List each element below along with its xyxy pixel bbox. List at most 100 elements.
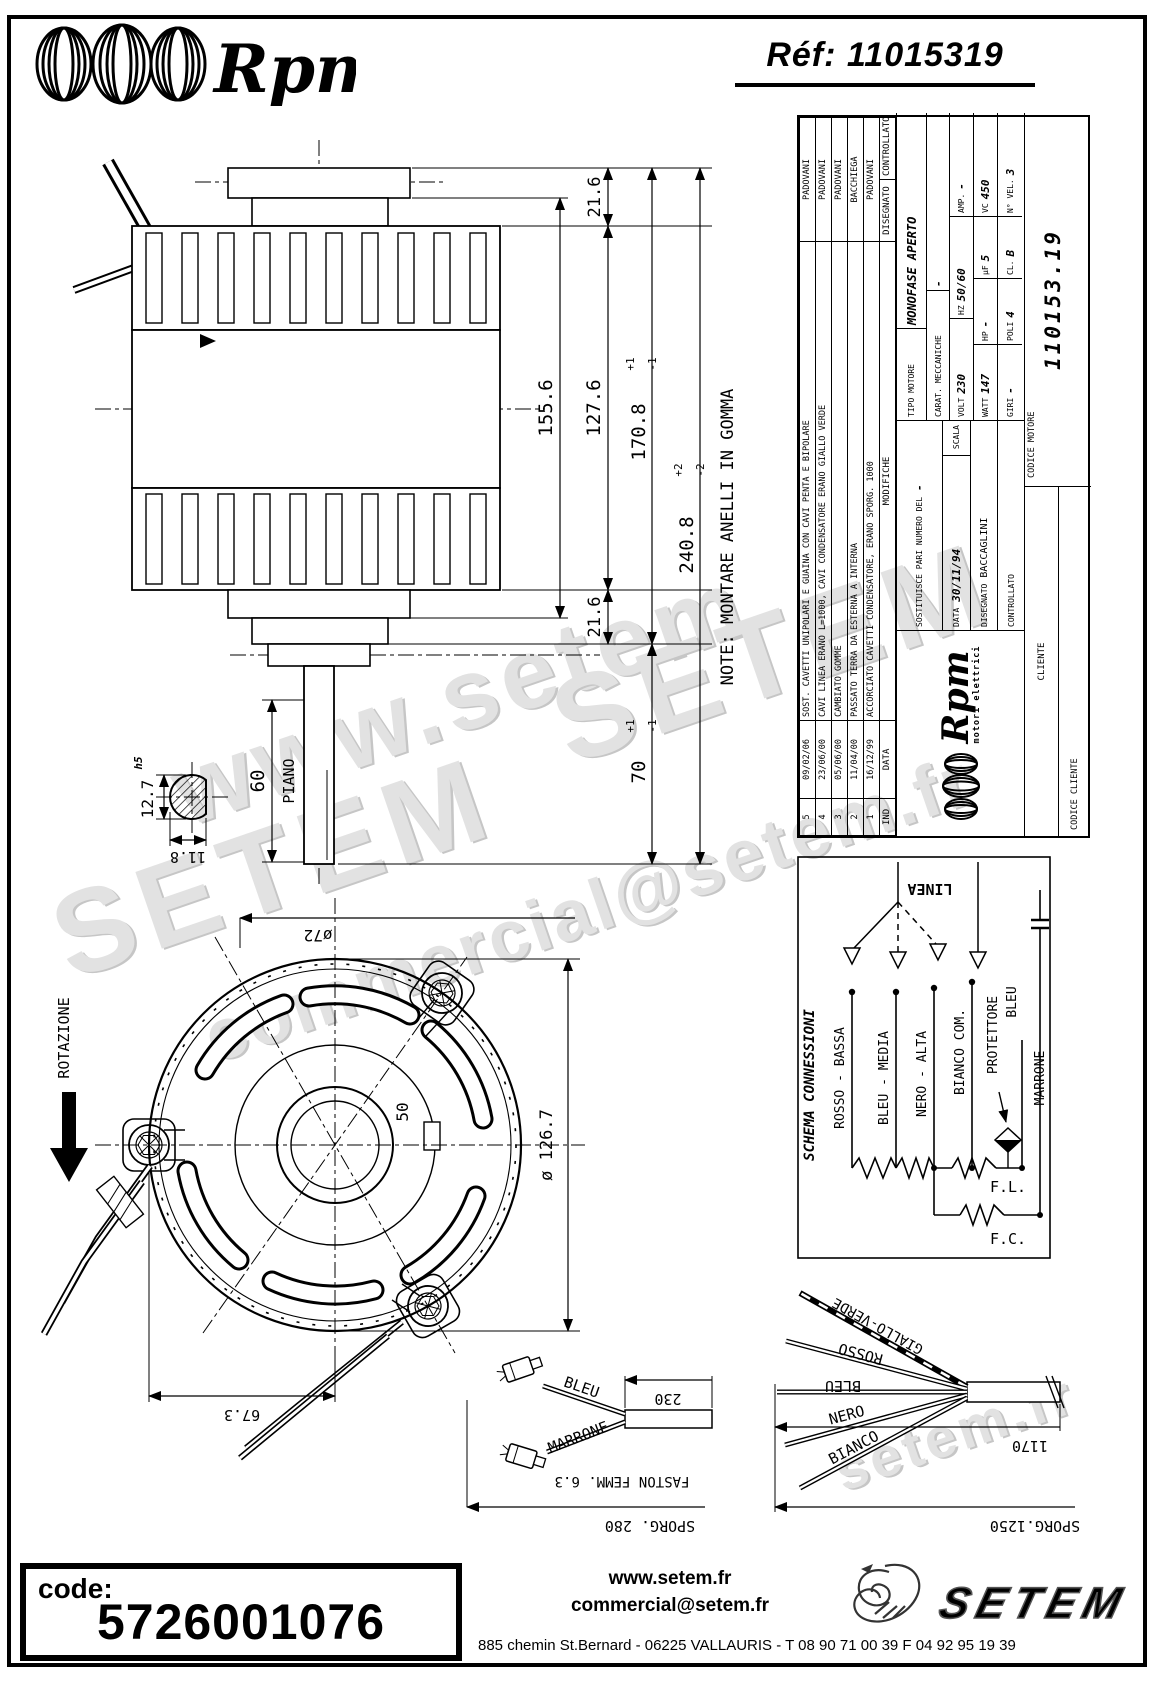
rpm-logo: Rpm bbox=[26, 16, 385, 117]
code-label: code: bbox=[38, 1573, 113, 1604]
direction-arrow-icon bbox=[200, 334, 216, 348]
tol: -2 bbox=[694, 463, 707, 476]
brand-subtitle: motori elettrici bbox=[972, 645, 983, 744]
hz-value: 50/60 bbox=[955, 268, 968, 302]
shaft bbox=[303, 665, 335, 865]
ref-value: 11015319 bbox=[846, 36, 1004, 74]
dim-72: ø72 bbox=[304, 926, 333, 945]
uf-label: µF bbox=[981, 265, 990, 275]
wire-nero-alta: NERO - ALTA bbox=[915, 1031, 930, 1117]
harness-2wire: BLEU MARRONE 230 FASTON FEMM. 6.3 SPORG.… bbox=[466, 1356, 713, 1535]
stator-band bbox=[131, 329, 501, 489]
disegnato-label: DISEGNATO bbox=[979, 583, 989, 627]
sostituisce-label: SOSTITUISCE PARI NUMERO DEL bbox=[915, 496, 924, 627]
faston-connector bbox=[496, 1356, 544, 1383]
fl-label: F.L. bbox=[990, 1178, 1026, 1196]
tol: -1 bbox=[646, 357, 659, 370]
faston-note: FASTON FEMM. 6.3 bbox=[555, 1473, 690, 1489]
dim-50: 50 bbox=[393, 1102, 412, 1121]
dim-12-7: 12.7 bbox=[138, 780, 157, 819]
tol: +2 bbox=[672, 463, 685, 476]
wire-rosso-bassa: ROSSO - BASSA bbox=[833, 1027, 848, 1129]
hp-label: HP bbox=[981, 331, 990, 341]
rpm-logo-small: Rpm motori elettrici bbox=[896, 630, 1025, 836]
sostituisce-value: - bbox=[913, 484, 926, 491]
dim-70: 70 bbox=[628, 761, 650, 784]
nvel-value: 3 bbox=[1003, 168, 1017, 176]
front-dimensions: ø72 ø 126.7 50 67.3 ROTAZIONE bbox=[50, 913, 580, 1424]
giri-label: GIRI bbox=[1005, 397, 1015, 417]
harness-5wire: GIALLO-VERDE ROSSO BLEU NERO BIANCO 1170… bbox=[774, 1290, 1080, 1535]
dim-67-3: 67.3 bbox=[224, 1406, 260, 1424]
dim-60: 60 bbox=[247, 770, 269, 793]
watt-label: WATT bbox=[981, 397, 990, 417]
title-block-admin: SOSTITUISCE PARI NUMERO DEL - DATA 30/11… bbox=[896, 421, 1024, 631]
tol: +1 bbox=[624, 357, 637, 370]
wire-bleu-media: BLEU - MEDIA bbox=[877, 1031, 892, 1125]
bleu-label: BLEU bbox=[825, 1377, 861, 1395]
data-value: 30/11/94 bbox=[950, 548, 963, 602]
carat-value: - bbox=[931, 280, 945, 287]
strain-relief bbox=[95, 1175, 145, 1229]
dim-1170: 1170 bbox=[1012, 1437, 1048, 1455]
motor-front-view bbox=[40, 898, 585, 1461]
vc-value: 450 bbox=[979, 179, 992, 200]
sporg-280: SPORG. 280 bbox=[605, 1517, 695, 1535]
dim-21-6-bottom: 21.6 bbox=[585, 597, 605, 638]
bleu-label: BLEU bbox=[1005, 986, 1020, 1017]
codice-motore-label: CODICE MOTORE bbox=[1027, 411, 1037, 478]
volt-value: 230 bbox=[955, 373, 968, 394]
data-label: DATA bbox=[952, 607, 961, 627]
rotazione-label: ROTAZIONE bbox=[55, 997, 73, 1078]
fc-label: F.C. bbox=[990, 1230, 1026, 1248]
setem-brand-text: SETEM bbox=[935, 1580, 1134, 1628]
schema-connessioni: SCHEMA CONNESSIONI LINEA ROSSO - BASSA B… bbox=[797, 856, 1051, 1259]
nvel-label: N° VEL. bbox=[1005, 179, 1015, 213]
poli-label: POLI bbox=[1005, 321, 1015, 341]
address-text: 885 chemin St.Bernard - 06225 VALLAURIS … bbox=[478, 1637, 1016, 1654]
coil-icon bbox=[942, 753, 980, 821]
brand-text: Rpm bbox=[212, 30, 356, 108]
dim-240-8: 240.8 bbox=[676, 516, 698, 573]
swan-icon bbox=[853, 1563, 921, 1623]
motor-side-view bbox=[72, 140, 600, 888]
piano-label: PIANO bbox=[280, 758, 298, 803]
cliente-label: CLIENTE bbox=[1036, 642, 1047, 681]
vent-slots bbox=[176, 984, 494, 1306]
amp-label: AMP. bbox=[957, 193, 966, 213]
cl-label: CL. bbox=[1005, 260, 1015, 275]
setem-logo: SETEM bbox=[845, 1556, 1145, 1651]
title-block-specs: TIPO MOTORE MONOFASE APERTO CARAT. MECCA… bbox=[896, 113, 1024, 421]
faston-connector bbox=[499, 1443, 547, 1470]
sporg-1250: SPORG.1250 bbox=[990, 1517, 1080, 1535]
coil-icon bbox=[35, 23, 207, 105]
vc-label: VC bbox=[981, 203, 990, 213]
poli-value: 4 bbox=[1003, 311, 1017, 318]
ref-number: Réf: 11015319 bbox=[735, 36, 1035, 87]
dim-126-7: ø 126.7 bbox=[537, 1109, 557, 1181]
uf-value: 5 bbox=[979, 254, 992, 262]
dim-21-6-top: 21.6 bbox=[585, 177, 605, 218]
scala-label: SCALA bbox=[943, 425, 970, 457]
code-value: 5726001076 bbox=[96, 1594, 386, 1650]
sheet-frame bbox=[7, 15, 1147, 1667]
wire-bianco-com: BIANCO COM. bbox=[953, 1009, 968, 1095]
linea-label: LINEA bbox=[907, 880, 952, 898]
amp-value: - bbox=[955, 183, 968, 190]
tol: +1 bbox=[624, 719, 637, 732]
giri-value: - bbox=[1003, 387, 1017, 394]
codice-motore-value: 110153.19 bbox=[1041, 229, 1065, 370]
dim-170-8: 170.8 bbox=[628, 403, 650, 460]
carat-label: CARAT. MECCANICHE bbox=[933, 335, 943, 417]
brand-text: Rpm bbox=[934, 650, 977, 744]
